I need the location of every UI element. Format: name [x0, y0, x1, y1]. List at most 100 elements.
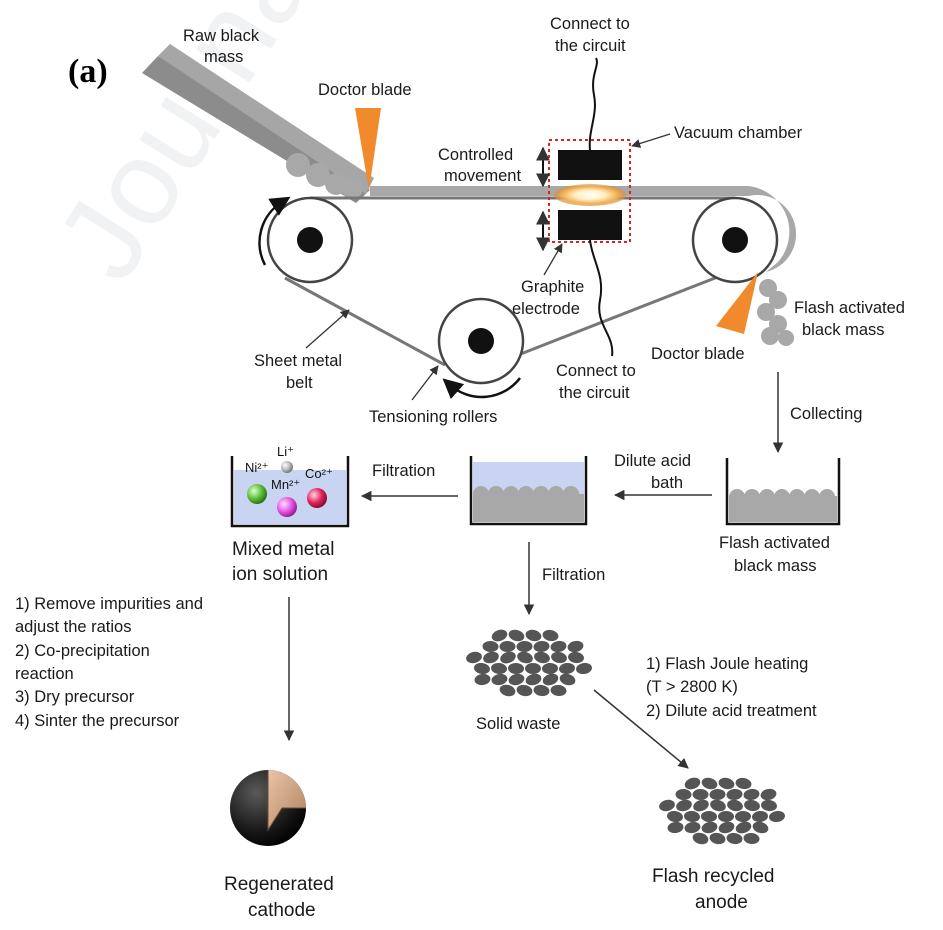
particle: [517, 651, 533, 664]
doctor-blade-top: [355, 108, 381, 190]
particle: [709, 788, 726, 801]
beaker-flash-mass: [725, 458, 841, 526]
sheet-metal-belt-label: Sheet metal belt: [254, 352, 347, 392]
particle: [667, 821, 684, 834]
particle: [491, 629, 508, 642]
particle: [718, 811, 734, 822]
particle: [542, 662, 558, 675]
particle: [718, 777, 735, 790]
particle: [525, 629, 542, 642]
panel-label: (a): [68, 53, 108, 90]
particle: [667, 810, 683, 823]
particle: [576, 662, 592, 675]
particle: [726, 832, 743, 845]
particle: [499, 684, 516, 697]
solid-waste-label: Solid waste: [476, 715, 560, 733]
cathode-sphere: [230, 770, 306, 846]
particle: [550, 684, 567, 697]
particle: [693, 799, 709, 812]
mass-curve: [748, 186, 797, 272]
doctor-blade-bottom: [716, 272, 758, 334]
flash-activated-bottom-label: Flash activated black mass: [719, 534, 835, 575]
particle: [491, 673, 508, 686]
connect-bottom-label: Connect to the circuit: [556, 362, 640, 402]
particle: [676, 799, 692, 812]
particle: [516, 684, 533, 697]
particle: [735, 810, 751, 823]
particle: [744, 799, 760, 812]
particle: [483, 651, 499, 664]
tensioning-roller: [437, 297, 525, 385]
particle: [701, 810, 717, 823]
vacuum-chamber-label: Vacuum chamber: [674, 124, 803, 142]
particle: [516, 640, 533, 653]
raw-mass-chute: [142, 44, 374, 203]
controlled-movement-label: Controlled movement: [438, 146, 521, 185]
particle: [752, 821, 769, 834]
flash-glow: [554, 184, 626, 206]
particle: [709, 832, 726, 845]
graphite-electrode-bottom: [558, 210, 622, 240]
anode-particles: [659, 777, 785, 845]
particle: [508, 673, 525, 686]
particle: [684, 777, 701, 790]
filtration-down-label: Filtration: [542, 566, 605, 584]
dilute-acid-bath-label: Dilute acid bath: [614, 452, 696, 492]
particle: [769, 810, 785, 823]
particle: [726, 788, 743, 801]
anode-steps: 1) Flash Joule heating (T > 2800 K) 2) D…: [646, 655, 817, 720]
particle: [743, 788, 760, 801]
particle: [735, 821, 752, 834]
particle: [533, 640, 550, 653]
particle: [692, 789, 709, 800]
wire-top: [588, 57, 598, 151]
particle: [718, 821, 735, 834]
anode-arrow: [593, 689, 689, 769]
particle: [559, 662, 575, 675]
particle: [474, 662, 490, 675]
particle: [550, 640, 567, 653]
roller-left: [266, 196, 354, 284]
rotation-arrow-left: [258, 196, 291, 266]
particle: [500, 651, 516, 664]
particle: [684, 821, 701, 834]
particle: [474, 673, 491, 686]
particle: [482, 640, 499, 653]
rotation-arrow-bottom: [442, 377, 521, 400]
particle: [727, 799, 743, 812]
particle: [542, 629, 559, 642]
ion-li: Li⁺: [277, 444, 294, 459]
particle: [752, 810, 768, 823]
particle: [551, 651, 567, 664]
particle: [533, 684, 550, 697]
ion-co: Co²⁺: [305, 466, 333, 481]
particle: [760, 788, 777, 801]
particle: [525, 673, 542, 686]
beaker-acid-bath: [469, 456, 588, 526]
particle: [710, 799, 726, 812]
particle: [542, 673, 559, 686]
particle: [743, 832, 760, 845]
particle: [466, 651, 482, 664]
particle: [491, 662, 507, 675]
filtration-left-label: Filtration: [372, 462, 435, 480]
particle: [701, 777, 718, 790]
particle: [499, 641, 516, 652]
raw-black-mass-label: Raw black mass: [183, 27, 264, 66]
particle: [684, 810, 700, 823]
regenerated-cathode-label: Regenerated cathode: [224, 874, 339, 921]
collecting-label: Collecting: [790, 405, 862, 423]
particle: [568, 651, 584, 664]
ion-mn: Mn²⁺: [271, 477, 300, 492]
graphite-electrode-top: [558, 150, 622, 180]
tensioning-pointer: [411, 365, 439, 401]
mixed-metal-label: Mixed metal ion solution: [232, 539, 340, 585]
beaker-ion-solution: [230, 456, 350, 528]
connect-top-label: Connect to the circuit: [550, 15, 634, 55]
particle: [525, 663, 541, 674]
graphite-electrode-pointer: [543, 243, 563, 276]
vacuum-chamber-pointer: [631, 133, 671, 148]
ion-ni: Ni²⁺: [245, 460, 268, 475]
particle: [701, 821, 718, 834]
